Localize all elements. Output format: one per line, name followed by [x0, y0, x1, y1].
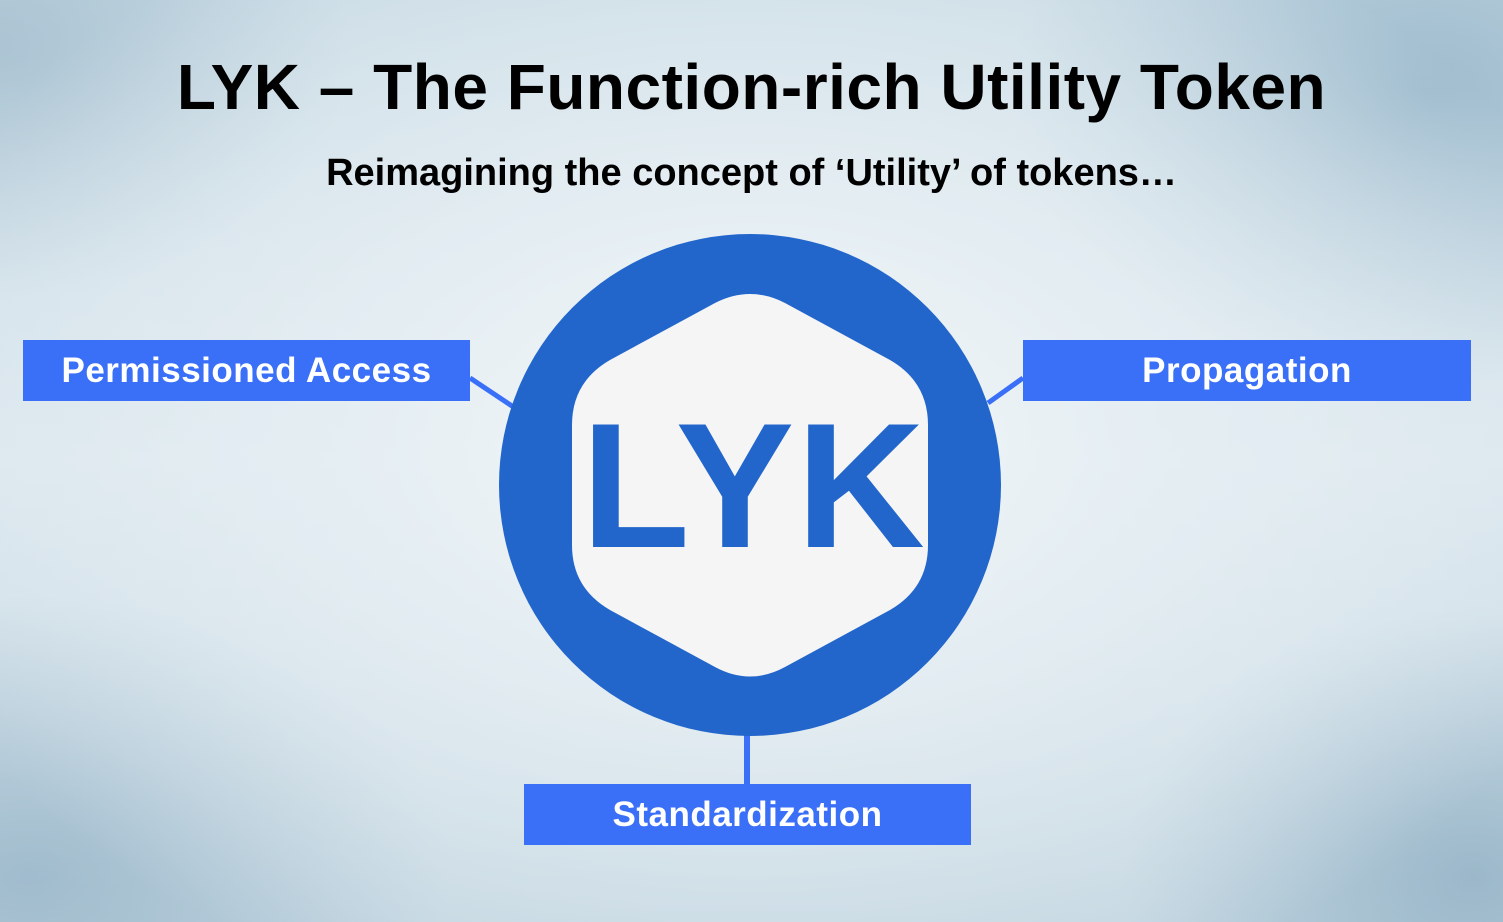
node-standardization: Standardization [524, 784, 971, 845]
connector-left [468, 375, 517, 411]
node-permissioned-access: Permissioned Access [23, 340, 470, 401]
node-label: Standardization [612, 794, 883, 834]
node-label: Propagation [1142, 350, 1352, 390]
slide-subtitle: Reimagining the concept of ‘Utility’ of … [326, 152, 1177, 194]
node-label: Permissioned Access [61, 350, 432, 390]
logo-inner-hexagon [572, 294, 928, 677]
connector-right [986, 375, 1025, 406]
slide-title: LYK – The Function-rich Utility Token [176, 51, 1327, 123]
node-propagation: Propagation [1023, 340, 1471, 401]
logo-text: LYK [581, 386, 927, 585]
